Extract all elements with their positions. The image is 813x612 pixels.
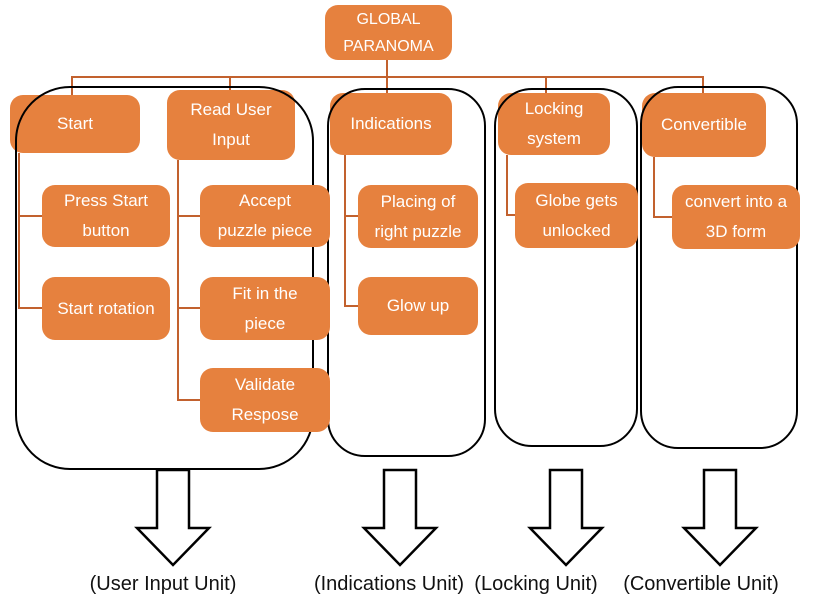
connector-indications-glow: [344, 305, 360, 307]
node-text-line: system: [527, 129, 581, 148]
connector-top-horizontal: [71, 76, 704, 78]
connector-rui-vertical: [177, 160, 179, 401]
node-text-line: right puzzle: [374, 221, 462, 241]
node-text-line: Start rotation: [57, 298, 155, 318]
connector-locking-vertical: [506, 155, 508, 216]
node-text-line: Validate: [234, 375, 296, 394]
node-convert-into-3d-form: convert into a 3D form: [672, 185, 800, 249]
node-start-rotation: Start rotation: [42, 277, 170, 340]
node-text-line: PARANOMA: [343, 37, 434, 55]
node-text-line: Indications: [350, 114, 432, 133]
node-text-line: Input: [212, 130, 250, 149]
node-text-line: unlocked: [542, 220, 611, 240]
down-arrow-user-input-icon: [134, 468, 212, 567]
connector-start-vertical: [18, 153, 20, 309]
connector-drop-indications: [386, 78, 388, 94]
node-text-line: Placing of: [380, 191, 456, 211]
node-text-line: puzzle piece: [217, 221, 313, 240]
connector-rui-fit: [177, 307, 200, 309]
node-text-line: button: [82, 221, 130, 240]
down-arrow-convertible-icon: [681, 468, 759, 567]
connector-rui-accept: [177, 215, 200, 217]
connector-drop-locking: [545, 78, 547, 94]
connector-start-press: [18, 215, 42, 217]
unit-label-user-input: (User Input Unit): [89, 573, 237, 595]
node-accept-puzzle-piece: Accept puzzle piece: [200, 185, 330, 247]
connector-root-stub: [386, 60, 388, 77]
unit-container-indications: [327, 88, 486, 457]
connector-convertible-vertical: [653, 157, 655, 218]
node-text-line: Accept: [239, 191, 291, 210]
connector-locking-globe: [506, 214, 517, 216]
unit-label-indications: (Indications Unit): [313, 573, 465, 595]
down-arrow-locking-icon: [527, 468, 605, 567]
node-text-line: Convertible: [661, 115, 747, 134]
unit-container-locking: [494, 88, 638, 447]
node-text-line: Locking: [524, 99, 584, 118]
node-text-line: piece: [244, 313, 286, 333]
node-glow-up: Glow up: [358, 277, 478, 335]
node-text-line: Globe gets: [535, 190, 618, 210]
node-validate-respose: Validate Respose: [200, 368, 330, 432]
node-text-line: 3D form: [705, 222, 767, 241]
connector-indications-placing: [344, 215, 360, 217]
unit-container-convertible: [640, 86, 798, 449]
node-fit-in-the-piece: Fit in the piece: [200, 277, 330, 340]
down-arrow-indications-icon: [361, 468, 439, 567]
connector-indications-vertical: [344, 155, 346, 307]
node-text-line: Respose: [231, 405, 299, 424]
node-global-paranoma: GLOBAL PARANOMA: [325, 5, 452, 60]
node-placing-of-right-puzzle: Placing of right puzzle: [358, 185, 478, 248]
connector-convertible-3d: [653, 216, 674, 218]
node-text-line: Fit in the: [232, 283, 298, 303]
connector-start-rotation: [18, 307, 42, 309]
node-text-line: Read User: [190, 100, 272, 119]
node-text-line: convert into a: [684, 192, 788, 211]
node-text-line: Glow up: [386, 296, 450, 315]
connector-drop-read-user-input: [229, 78, 231, 91]
connector-rui-validate: [177, 399, 200, 401]
node-globe-gets-unlocked: Globe gets unlocked: [515, 183, 638, 248]
node-press-start-button: Press Start button: [42, 185, 170, 247]
node-text-line: Press Start: [63, 191, 149, 210]
node-text-line: GLOBAL: [356, 10, 421, 28]
unit-label-locking: (Locking Unit): [474, 573, 598, 595]
unit-label-convertible: (Convertible Unit): [623, 573, 779, 595]
